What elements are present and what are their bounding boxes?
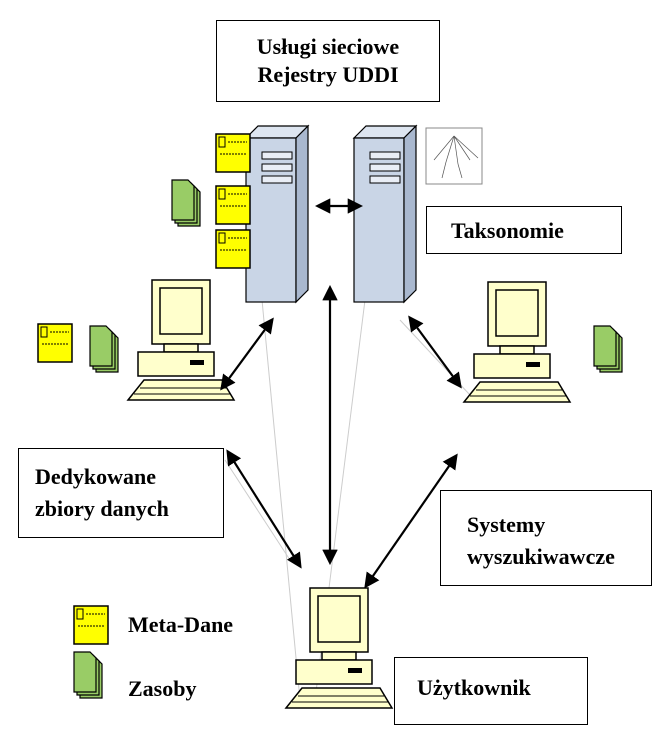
guide-line-left — [261, 299, 301, 701]
arrow-taxonomy-right-computer — [408, 315, 462, 389]
metadata-doc-left — [37, 323, 73, 363]
metadata-doc-3 — [215, 229, 251, 269]
taxonomy-server — [353, 125, 417, 303]
arrow-dedicated-user — [226, 449, 302, 569]
computer-user — [285, 587, 393, 709]
guide-line-dedicated — [224, 459, 291, 561]
metadata-doc-1 — [215, 133, 251, 173]
dedicated-box-line1: Dedykowane — [35, 464, 157, 489]
search-systems-box: Systemy wyszukiwawcze — [440, 490, 652, 586]
resource-doc-uddi — [171, 179, 201, 227]
taxonomy-tree-thumbnail — [425, 127, 483, 185]
legend-metadata-label: Meta-Dane — [128, 612, 234, 637]
taxonomy-box: Taksonomie — [426, 206, 622, 254]
search-box-line1: Systemy — [467, 512, 546, 537]
search-box-line2: wyszukiwawcze — [467, 544, 615, 569]
resource-doc-right — [593, 325, 623, 373]
resource-doc-left — [89, 325, 119, 373]
dedicated-box-line2: zbiory danych — [35, 496, 169, 521]
metadata-doc-2 — [215, 185, 251, 225]
user-box: Użytkownik — [394, 657, 588, 725]
legend-resources-label: Zasoby — [128, 676, 197, 701]
arrow-search-user — [364, 453, 458, 589]
uddi-registry-box: Usługi sieciowe Rejestry UDDI — [216, 20, 440, 102]
arrow-registry-left-computer — [220, 317, 274, 391]
uddi-box-line1: Usługi sieciowe — [256, 34, 400, 59]
dedicated-datasets-box: Dedykowane zbiory danych — [18, 448, 224, 538]
computer-right — [463, 281, 571, 403]
uddi-box-line2: Rejestry UDDI — [257, 62, 399, 87]
taxonomy-label: Taksonomie — [451, 218, 564, 243]
legend-resource-icon — [73, 651, 103, 699]
uddi-server — [245, 125, 309, 303]
user-label: Użytkownik — [417, 675, 531, 700]
computer-left — [127, 279, 235, 401]
legend-metadata-icon — [73, 605, 109, 645]
